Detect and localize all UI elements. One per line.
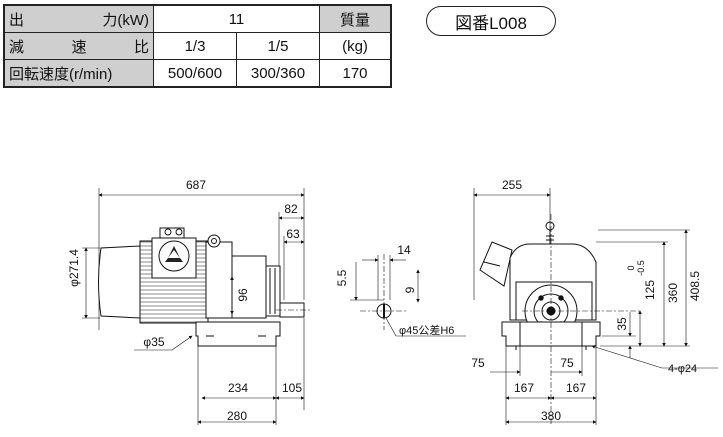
- dim-hole-35: φ35: [143, 335, 164, 349]
- mass-value: 170: [319, 59, 392, 88]
- dim-diameter-271: φ271.4: [67, 249, 81, 287]
- drawing-number-badge: 図番L008: [426, 6, 556, 36]
- drawing-number: 図番L008: [455, 13, 527, 33]
- dim-687: 687: [186, 178, 206, 192]
- mass-unit: (kg): [319, 32, 392, 60]
- dim-5-5: 5.5: [335, 269, 349, 286]
- speed-1: 500/600: [153, 59, 237, 88]
- dim-125: 125: [643, 280, 657, 300]
- dim-105: 105: [282, 381, 302, 395]
- front-view: 255 408.5 360 125 0-0.5: [471, 178, 718, 425]
- dim-63: 63: [286, 227, 300, 241]
- dim-234: 234: [228, 381, 248, 395]
- output-label-a: 出: [9, 11, 25, 29]
- reduction-label-c: 比: [133, 38, 149, 56]
- spec-table: 出 力(kW) 11 質量 減 速 比 1/3 1/5 (kg) 回転速度(r/…: [3, 4, 392, 88]
- spec-row-output: 出 力(kW) 11 質量: [3, 4, 392, 33]
- reduction-label-b: 速: [71, 38, 87, 56]
- spec-header-output: 出 力(kW): [3, 4, 154, 33]
- dim-75-right: 75: [560, 356, 574, 370]
- reduction-label-a: 減: [9, 38, 25, 56]
- dim-14: 14: [397, 243, 411, 257]
- ratio-2: 1/5: [236, 32, 320, 60]
- dim-9: 9: [403, 286, 417, 293]
- dim-280: 280: [227, 409, 247, 423]
- dim-holes-4-24: 4-φ24: [668, 363, 697, 375]
- dim-255: 255: [502, 178, 522, 192]
- dim-408-5: 408.5: [688, 271, 702, 301]
- dim-167-right: 167: [566, 381, 586, 395]
- spec-row-speed: 回転速度(r/min) 500/600 300/360 170: [3, 59, 392, 88]
- speed-label: 回転速度(r/min): [3, 59, 154, 88]
- dim-125-tolerance: 0-0.5: [626, 260, 646, 276]
- dim-shaft-diameter: φ45公差H6: [399, 323, 454, 337]
- spec-row-reduction: 減 速 比 1/3 1/5 (kg): [3, 32, 392, 60]
- dim-75-left: 75: [471, 356, 485, 370]
- dim-82: 82: [284, 202, 298, 216]
- output-value: 11: [153, 4, 320, 33]
- dim-360: 360: [666, 283, 680, 303]
- output-label-b: 力(kW): [102, 11, 149, 29]
- side-view: 687 82 63 96 φ271.4: [67, 178, 310, 425]
- dim-380: 380: [541, 409, 561, 423]
- mass-label: 質量: [319, 4, 392, 33]
- dim-96: 96: [236, 288, 250, 302]
- dim-167-left: 167: [514, 381, 534, 395]
- speed-2: 300/360: [236, 59, 320, 88]
- shaft-detail-view: 14 5.5 9 φ45公差H6: [335, 243, 466, 337]
- dim-35: 35: [615, 317, 629, 331]
- spec-header-reduction: 減 速 比: [3, 32, 154, 60]
- ratio-1: 1/3: [153, 32, 237, 60]
